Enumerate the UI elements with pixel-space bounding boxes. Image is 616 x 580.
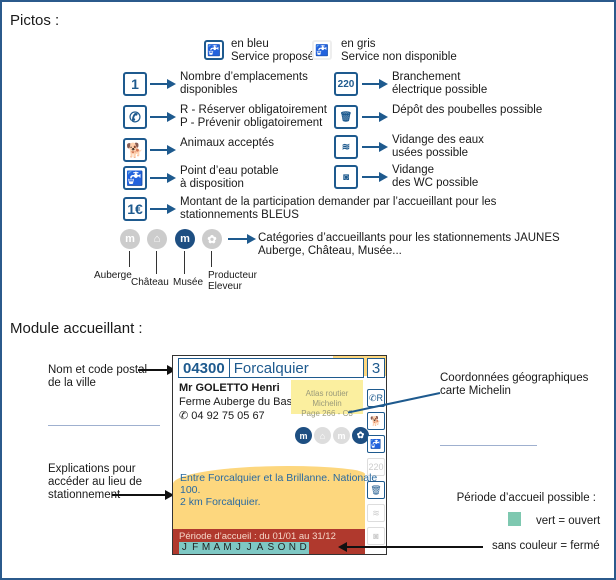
month: A [256, 542, 264, 553]
water-tap-icon: 🚰 [123, 166, 147, 190]
period-legend-title: Période d’accueil possible : [456, 492, 596, 504]
chateau-icon: ⌂ [314, 427, 331, 444]
month: A [213, 542, 221, 553]
divider [440, 445, 537, 446]
musee-icon: m [333, 427, 350, 444]
categories-text: Catégories d’accueillants pour les stati… [258, 232, 560, 257]
arrow [362, 142, 388, 152]
closed-label: sans couleur = fermé [492, 540, 600, 552]
picto-desc: Animaux acceptés [180, 137, 274, 149]
month: D [299, 542, 307, 553]
electric-plug-icon: 220 [367, 458, 385, 476]
category-producteur-icon: ✿ [202, 229, 222, 249]
pointer-line [156, 251, 157, 274]
business-name: Ferme Auberge du Baschalus [179, 396, 324, 408]
directions-text: Entre Forcalquier et la Brillanne. Natio… [180, 472, 378, 508]
pictos-title: Pictos : [10, 12, 60, 29]
trash-icon: 🗑 [334, 105, 358, 129]
wastewater-icon: ≋ [367, 504, 385, 522]
wastewater-icon: ≋ [334, 135, 358, 159]
wc-drain-icon: ◙ [334, 165, 358, 189]
open-swatch [508, 512, 521, 526]
places-count: 3 [367, 358, 385, 378]
month: S [267, 542, 275, 553]
category-label: Château [131, 277, 169, 288]
dog-icon: 🐕 [367, 412, 385, 430]
host-card: 04300 Forcalquier 3 Mr GOLETTO Henri Fer… [172, 355, 387, 555]
electric-plug-icon: 220 [334, 72, 358, 96]
arrow [338, 542, 483, 552]
module-title: Module accueillant : [10, 320, 143, 337]
category-auberge-icon: m [120, 229, 140, 249]
month: M [201, 542, 211, 553]
phone-icon: ✆ [123, 105, 147, 129]
producteur-icon: ✿ [352, 427, 369, 444]
arrow [228, 234, 256, 244]
arrow [362, 112, 388, 122]
euro-icon: 1€ [123, 197, 147, 221]
month: J [235, 542, 241, 553]
trash-icon: 🗑 [367, 481, 385, 499]
city-header: 04300 Forcalquier [178, 358, 364, 378]
arrow [362, 79, 388, 89]
month: M [223, 542, 232, 553]
open-label: vert = ouvert [536, 515, 601, 527]
category-château-icon: ⌂ [147, 229, 167, 249]
phone-number: ✆ 04 92 75 05 67 [179, 410, 265, 422]
category-musée-icon: m [175, 229, 195, 249]
water-tap-icon: 🚰 [367, 435, 385, 453]
water-tap-blue-icon: 🚰 [204, 40, 224, 60]
divider [48, 425, 160, 426]
month: J [181, 542, 187, 553]
dog-icon: 🐕 [123, 138, 147, 162]
picto-desc: Dépôt des poubelles possible [392, 104, 543, 116]
arrow [138, 365, 176, 375]
arrow [150, 173, 176, 183]
phone-reserve-icon: ✆R [367, 389, 385, 407]
number-1-icon: 1 [123, 72, 147, 96]
arrow [150, 145, 176, 155]
period-text: Période d’accueil : du 01/01 au 31/12 [179, 531, 336, 542]
pointer-line [129, 251, 130, 267]
host-name: Mr GOLETTO Henri [179, 382, 280, 394]
arrow [112, 490, 174, 500]
month: J [246, 542, 252, 553]
month: O [277, 542, 286, 553]
month: N [288, 542, 296, 553]
auberge-icon: m [295, 427, 312, 444]
city-name: Forcalquier [233, 359, 309, 377]
picto-desc: Montant de la participation demander par… [180, 196, 497, 221]
arrow [150, 79, 176, 89]
pointer-line [184, 251, 185, 274]
category-label: Auberge [94, 270, 132, 281]
water-tap-gray-icon: 🚰 [312, 40, 332, 60]
pointer-line [211, 251, 212, 267]
arrow [362, 172, 388, 182]
arrow [150, 112, 176, 122]
month: F [192, 542, 199, 553]
postal-code: 04300 [179, 359, 230, 377]
arrow [150, 204, 176, 214]
wc-drain-icon: ◙ [367, 527, 385, 545]
category-label: Musée [173, 277, 204, 288]
